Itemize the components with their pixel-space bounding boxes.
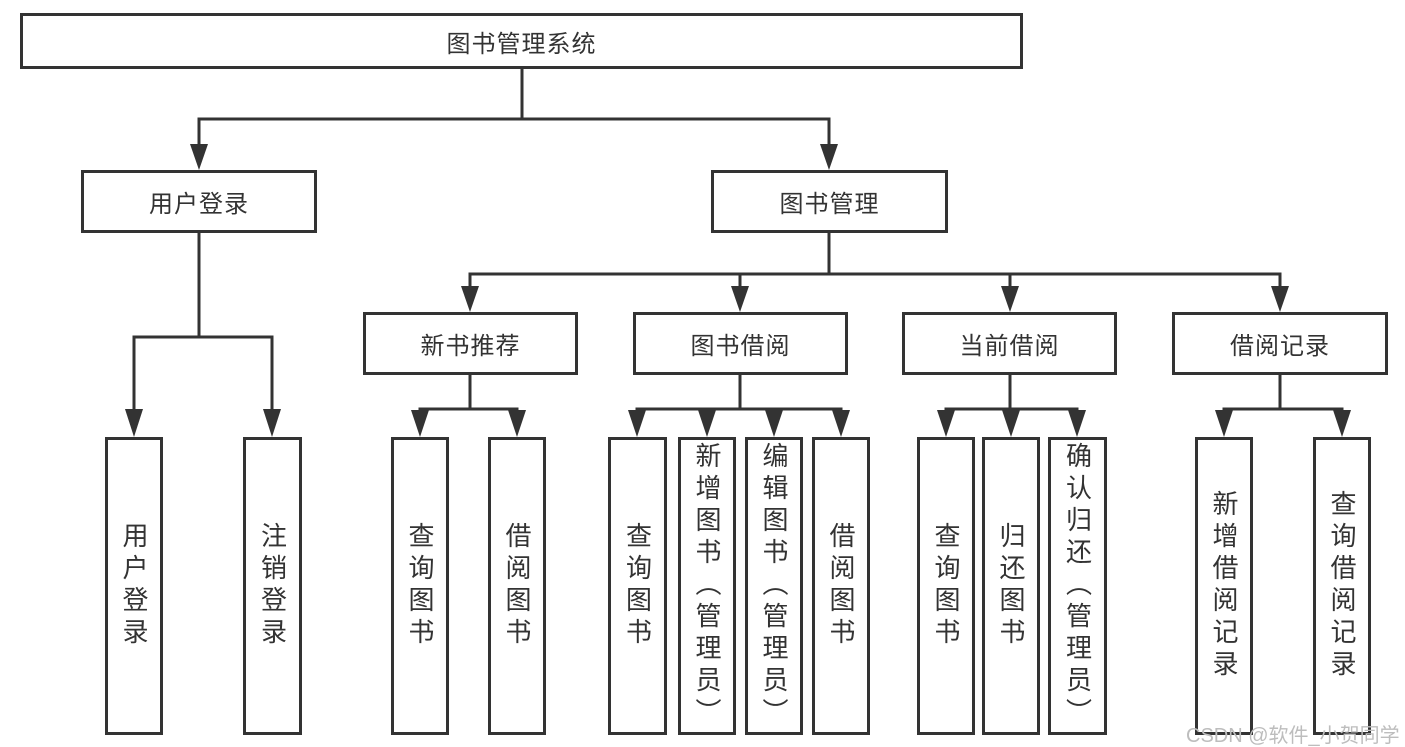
leaf-query-books-1: 查询图书 bbox=[391, 437, 449, 735]
node-current-borrowing: 当前借阅 bbox=[902, 312, 1117, 375]
node-borrowing-records: 借阅记录 bbox=[1172, 312, 1388, 375]
leaf-edit-book-admin: 编辑图书（管理员） bbox=[745, 437, 803, 735]
leaf-confirm-return-admin: 确认归还（管理员） bbox=[1048, 437, 1107, 735]
leaf-logout: 注销登录 bbox=[243, 437, 302, 735]
leaf-query-books-3: 查询图书 bbox=[917, 437, 975, 735]
csdn-watermark: CSDN @软件_小贺同学 bbox=[1186, 725, 1400, 747]
leaf-add-borrow-record: 新增借阅记录 bbox=[1195, 437, 1253, 735]
leaf-return-book: 归还图书 bbox=[982, 437, 1040, 735]
node-book-management: 图书管理 bbox=[711, 170, 948, 233]
node-book-borrowing: 图书借阅 bbox=[633, 312, 848, 375]
leaf-add-book-admin: 新增图书（管理员） bbox=[678, 437, 736, 735]
leaf-query-books-2: 查询图书 bbox=[608, 437, 667, 735]
leaf-borrow-books-2: 借阅图书 bbox=[812, 437, 870, 735]
leaf-user-login: 用户登录 bbox=[105, 437, 163, 735]
leaf-query-borrow-record: 查询借阅记录 bbox=[1313, 437, 1371, 735]
node-new-book-recommendation: 新书推荐 bbox=[363, 312, 578, 375]
node-user-login: 用户登录 bbox=[81, 170, 317, 233]
node-root-system: 图书管理系统 bbox=[20, 13, 1023, 69]
leaf-borrow-books-1: 借阅图书 bbox=[488, 437, 546, 735]
